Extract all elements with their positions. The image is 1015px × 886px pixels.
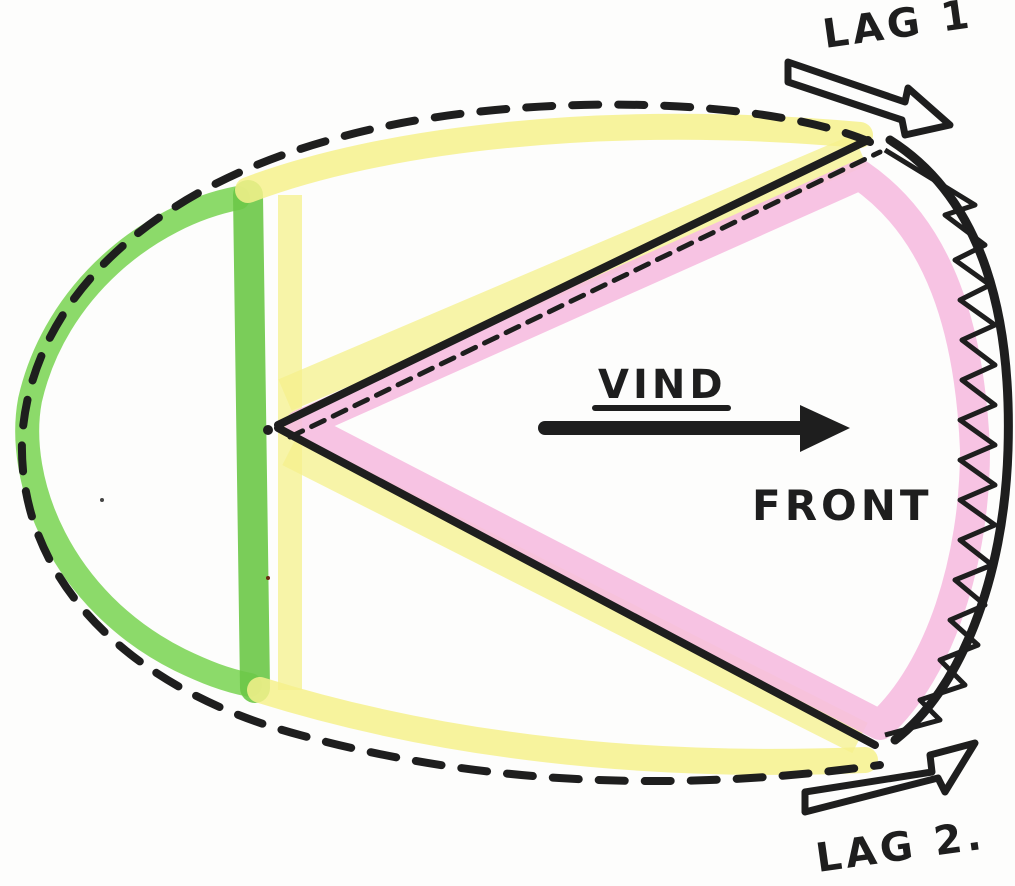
wedge-line-bottom: [274, 424, 879, 749]
zigzag-fire-line-icon: [883, 147, 998, 738]
ignition-point: [263, 425, 273, 435]
rear-zone-green-divider: [233, 180, 270, 703]
arrow-right-icon: [538, 405, 850, 452]
rear-zone-green-arc: [15, 186, 262, 697]
fire-perimeter-dashed: [17, 100, 884, 786]
flank-zone-yellow-bottom: [247, 677, 878, 775]
flank-zone-yellow-top: [235, 113, 873, 203]
wind-label: VIND: [598, 362, 727, 408]
head-zone-pink: [285, 160, 990, 740]
front-label: FRONT: [752, 481, 933, 530]
team-2-label: LAG 2.: [813, 813, 988, 882]
wedge-line-top-dashed: [287, 149, 883, 440]
hollow-arrow-right-icon: [801, 739, 979, 816]
paper-speck: [100, 498, 104, 502]
hollow-arrow-right-icon: [784, 58, 954, 139]
team-1-label: LAG 1: [820, 0, 976, 58]
wedge-line-top: [274, 136, 872, 429]
paper-speck: [266, 576, 270, 580]
